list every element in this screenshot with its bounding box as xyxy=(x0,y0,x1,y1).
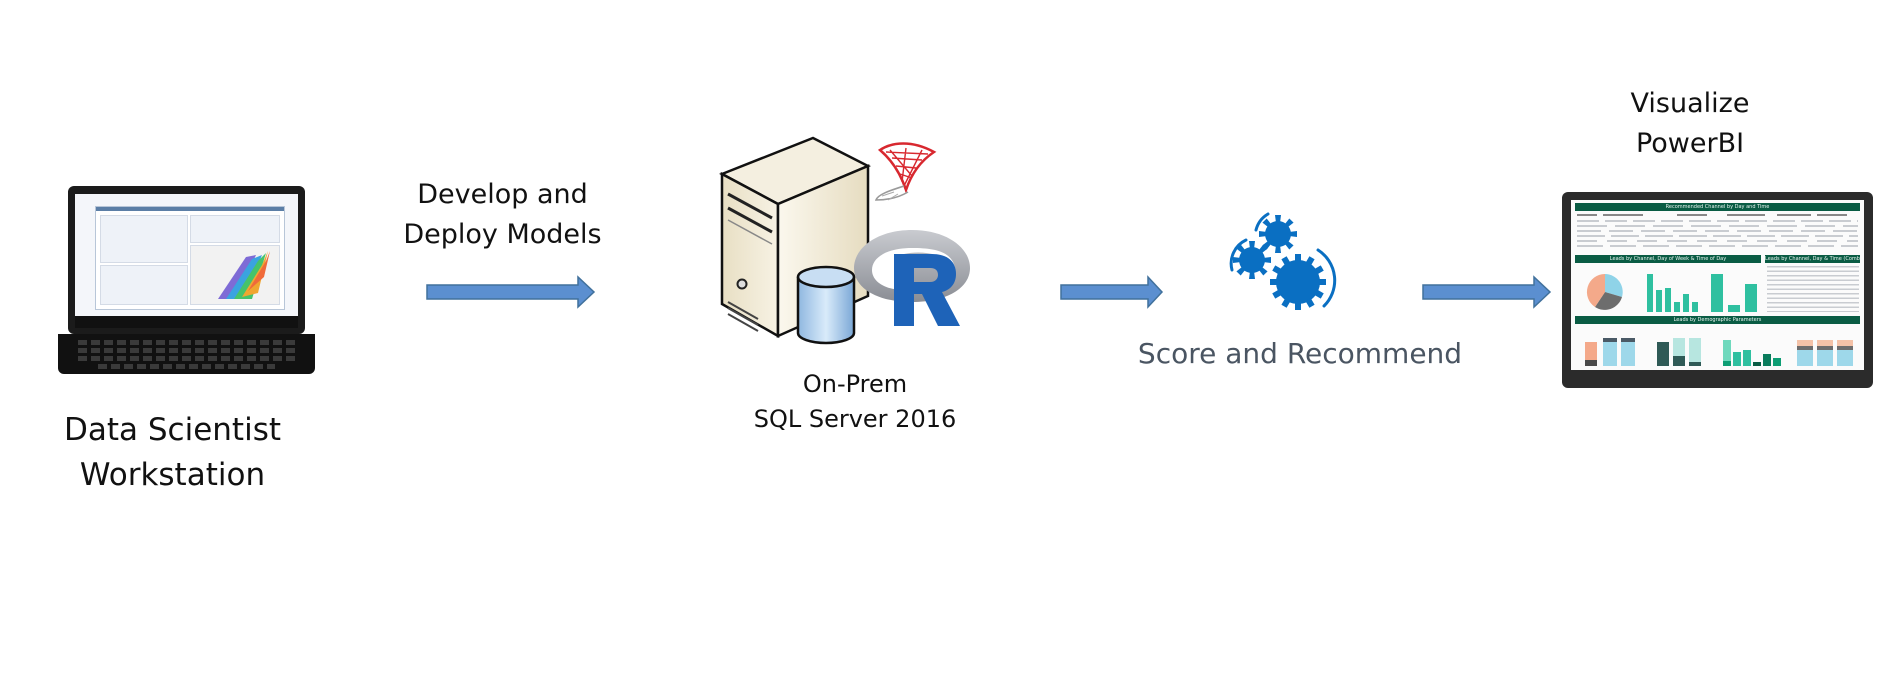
workstation-label: Data Scientist Workstation xyxy=(40,408,305,498)
develop-deploy-label-line-1: Develop and xyxy=(417,179,588,210)
sql-server-logo-icon xyxy=(874,142,937,201)
dashboard-section-title: Recommended Channel by Day and Time xyxy=(1575,203,1860,211)
dashboard-tablet-icon: Recommended Channel by Day and Time Lead… xyxy=(1562,192,1873,388)
laptop-screen xyxy=(75,194,298,316)
arrow-score-to-powerbi xyxy=(1422,275,1552,309)
sql-server-label-line-1: On-Prem xyxy=(802,370,908,398)
laptop-keyboard xyxy=(58,334,315,374)
laptop-icon xyxy=(58,186,315,376)
bar-chart-thumbnail xyxy=(1643,270,1699,312)
combined-table xyxy=(1767,266,1859,312)
stacked-bar-thumbnail xyxy=(1581,334,1639,366)
stacked-bar-thumbnail xyxy=(1651,334,1709,366)
sql-server-label: On-Prem SQL Server 2016 xyxy=(730,367,980,437)
powerbi-label-line-2: PowerBI xyxy=(1635,128,1745,159)
dashboard-section-title: Leads by Demographic Parameters xyxy=(1575,316,1860,324)
workstation-label-line-2: Workstation xyxy=(79,457,266,493)
database-icon xyxy=(796,265,856,345)
laptop-taskbar xyxy=(75,316,298,328)
bar-chart-thumbnail xyxy=(1709,270,1759,312)
powerbi-label-line-1: Visualize xyxy=(1630,88,1750,119)
arrow-server-to-score xyxy=(1060,275,1164,309)
stacked-bar-thumbnail xyxy=(1793,334,1857,366)
rstudio-window xyxy=(95,206,285,310)
powerbi-dashboard: Recommended Channel by Day and Time Lead… xyxy=(1571,200,1864,370)
workstation-label-line-1: Data Scientist xyxy=(64,412,281,448)
develop-deploy-label-line-2: Deploy Models xyxy=(403,219,602,250)
recommendation-table xyxy=(1577,214,1858,252)
r-logo-icon xyxy=(854,230,970,326)
gears-icon xyxy=(1229,212,1337,310)
powerbi-label: Visualize PowerBI xyxy=(1590,84,1790,164)
bar-chart-thumbnail xyxy=(1721,334,1785,366)
score-recommend-label-text: Score and Recommend xyxy=(1137,337,1463,370)
pie-chart-thumbnail xyxy=(1586,273,1623,310)
arrow-workstation-to-server xyxy=(426,275,596,309)
plot-thumbnail xyxy=(218,251,270,299)
dashboard-section-title: Leads by Channel, Day of Week & Time of … xyxy=(1575,255,1761,263)
develop-deploy-label: Develop and Deploy Models xyxy=(390,175,615,255)
sql-server-label-line-2: SQL Server 2016 xyxy=(753,405,957,433)
dashboard-section-title: Leads by Channel, Day & Time (Combined) xyxy=(1765,255,1860,263)
score-recommend-label: Score and Recommend xyxy=(1130,336,1470,372)
